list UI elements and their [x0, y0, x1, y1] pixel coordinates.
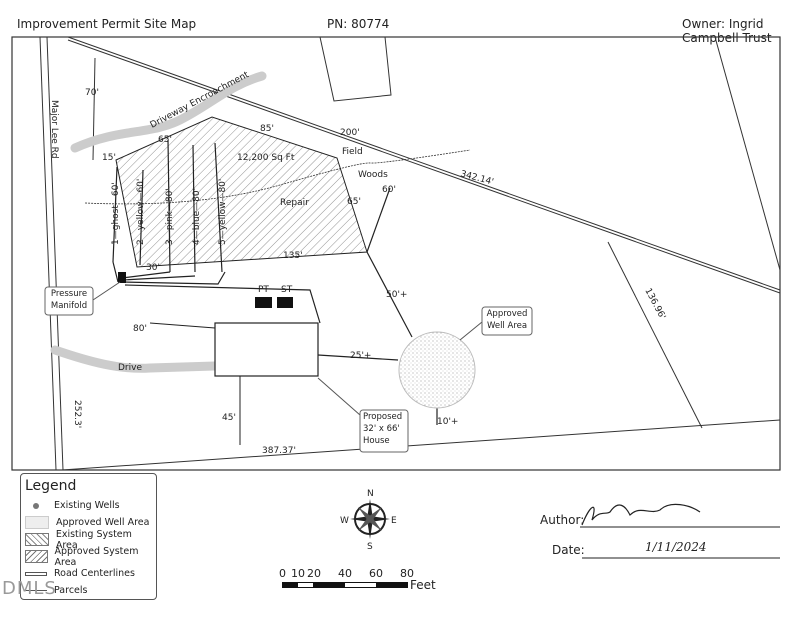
legend-label: Approved Well Area: [56, 517, 150, 528]
crosshatch-icon: [25, 533, 49, 546]
svg-text:200': 200': [340, 128, 360, 138]
svg-text:10'+: 10'+: [437, 417, 458, 427]
legend-item-approved-system-area: Approved System Area: [21, 545, 156, 568]
permit-number: PN: 80774: [327, 17, 390, 31]
svg-text:PT: PT: [258, 285, 269, 295]
legend-item-approved-well-area: Approved Well Area: [21, 514, 156, 531]
well-label: Approved Well Area: [486, 309, 528, 331]
scale-bar: 0 10 20 40 60 80 Feet: [279, 567, 436, 592]
parcel-lines: [61, 36, 781, 471]
legend-label: Existing Wells: [54, 500, 120, 511]
svg-text:W: W: [340, 516, 349, 526]
driveway-encroachment: [70, 71, 267, 153]
svg-text:70': 70': [85, 88, 99, 98]
svg-text:65': 65': [347, 197, 361, 207]
approved-well-area: [398, 331, 476, 409]
legend-item-existing-wells: Existing Wells: [21, 497, 156, 514]
legend-label: Road Centerlines: [54, 568, 135, 579]
hatch-icon: [25, 550, 48, 563]
callout-house: Proposed 32' x 66' House: [317, 377, 409, 453]
septic-tank: [277, 297, 293, 308]
legend-item-existing-system-area: Existing System Area: [21, 528, 156, 551]
svg-text:Driveway Encroachment: Driveway Encroachment: [149, 70, 251, 131]
svg-text:1—ghost—60': 1—ghost—60': [111, 182, 121, 245]
svg-text:Field: Field: [342, 147, 363, 157]
house-label: Proposed 32' x 66' House: [363, 412, 403, 446]
svg-text:15': 15': [102, 153, 116, 163]
svg-text:Woods: Woods: [358, 170, 388, 180]
road-line-icon: [25, 568, 47, 579]
drain-lines: [112, 139, 438, 425]
svg-text:Feet: Feet: [410, 578, 436, 592]
proposed-house: [214, 322, 319, 377]
svg-text:Drive: Drive: [118, 363, 142, 373]
svg-text:135': 135': [283, 251, 303, 261]
svg-text:30': 30': [146, 263, 160, 273]
svg-text:12,200 Sq Ft: 12,200 Sq Ft: [237, 153, 295, 163]
author-label: Author:: [540, 513, 585, 527]
approved-system-area: [115, 116, 368, 268]
svg-text:80: 80: [400, 567, 414, 580]
svg-text:65': 65': [158, 135, 172, 145]
svg-text:5—yellow—80': 5—yellow—80': [218, 179, 228, 245]
svg-text:10: 10: [291, 567, 305, 580]
svg-text:45': 45': [222, 413, 236, 423]
date-label: Date:: [552, 543, 585, 557]
date-value: 1/11/2024: [645, 540, 707, 554]
svg-text:387.37': 387.37': [262, 446, 296, 456]
svg-text:20: 20: [307, 567, 321, 580]
pump-tank: [255, 297, 272, 308]
svg-text:136.96': 136.96': [642, 287, 667, 322]
callout-manifold: Pressure Manifold: [44, 281, 121, 316]
owner: Owner: Ingrid Campbell Trust: [682, 17, 772, 45]
svg-text:Repair: Repair: [280, 198, 309, 208]
svg-text:252.3': 252.3': [72, 400, 82, 428]
map-frame: [11, 36, 781, 471]
tree-line: [84, 149, 471, 205]
legend-item-parcels: Parcels: [21, 582, 156, 599]
legend-title: Legend: [25, 478, 77, 494]
svg-text:2—yellow—60': 2—yellow—60': [136, 179, 146, 245]
compass-rose-icon: N S E W: [340, 489, 397, 552]
legend-label: Parcels: [54, 585, 88, 596]
legend-label: Existing System Area: [55, 528, 132, 551]
legend: Legend Existing Wells Approved Well Area…: [20, 473, 157, 600]
pressure-manifold: [118, 272, 126, 283]
svg-text:0: 0: [279, 567, 286, 580]
drive: [50, 345, 220, 373]
svg-text:25'+: 25'+: [350, 351, 371, 361]
svg-text:60': 60': [382, 185, 396, 195]
svg-text:40: 40: [338, 567, 352, 580]
watermark: DMLS: [2, 578, 57, 599]
svg-text:60: 60: [369, 567, 383, 580]
manifold-label: Pressure Manifold: [50, 289, 88, 311]
dotted-area-icon: [25, 516, 49, 529]
svg-text:85': 85': [260, 124, 274, 134]
road-label: Major Lee Rd: [49, 100, 59, 159]
svg-text:50'+: 50'+: [386, 290, 407, 300]
svg-text:80': 80': [133, 324, 147, 334]
legend-label: Approved System Area: [54, 545, 139, 568]
author-signature: [581, 503, 701, 526]
svg-text:4—blue—80': 4—blue—80': [192, 188, 202, 245]
major-lee-road: [39, 36, 64, 471]
svg-text:E: E: [391, 516, 397, 526]
parcel-line-icon: [25, 585, 47, 596]
svg-text:3—pink—80': 3—pink—80': [165, 188, 175, 245]
svg-text:ST: ST: [281, 285, 293, 295]
svg-text:S: S: [367, 542, 373, 552]
map-title: Improvement Permit Site Map: [17, 17, 197, 31]
callout-well: Approved Well Area: [459, 306, 533, 341]
legend-item-road-centerlines: Road Centerlines: [21, 565, 156, 582]
well-icon: [25, 500, 47, 511]
svg-text:N: N: [367, 489, 374, 499]
